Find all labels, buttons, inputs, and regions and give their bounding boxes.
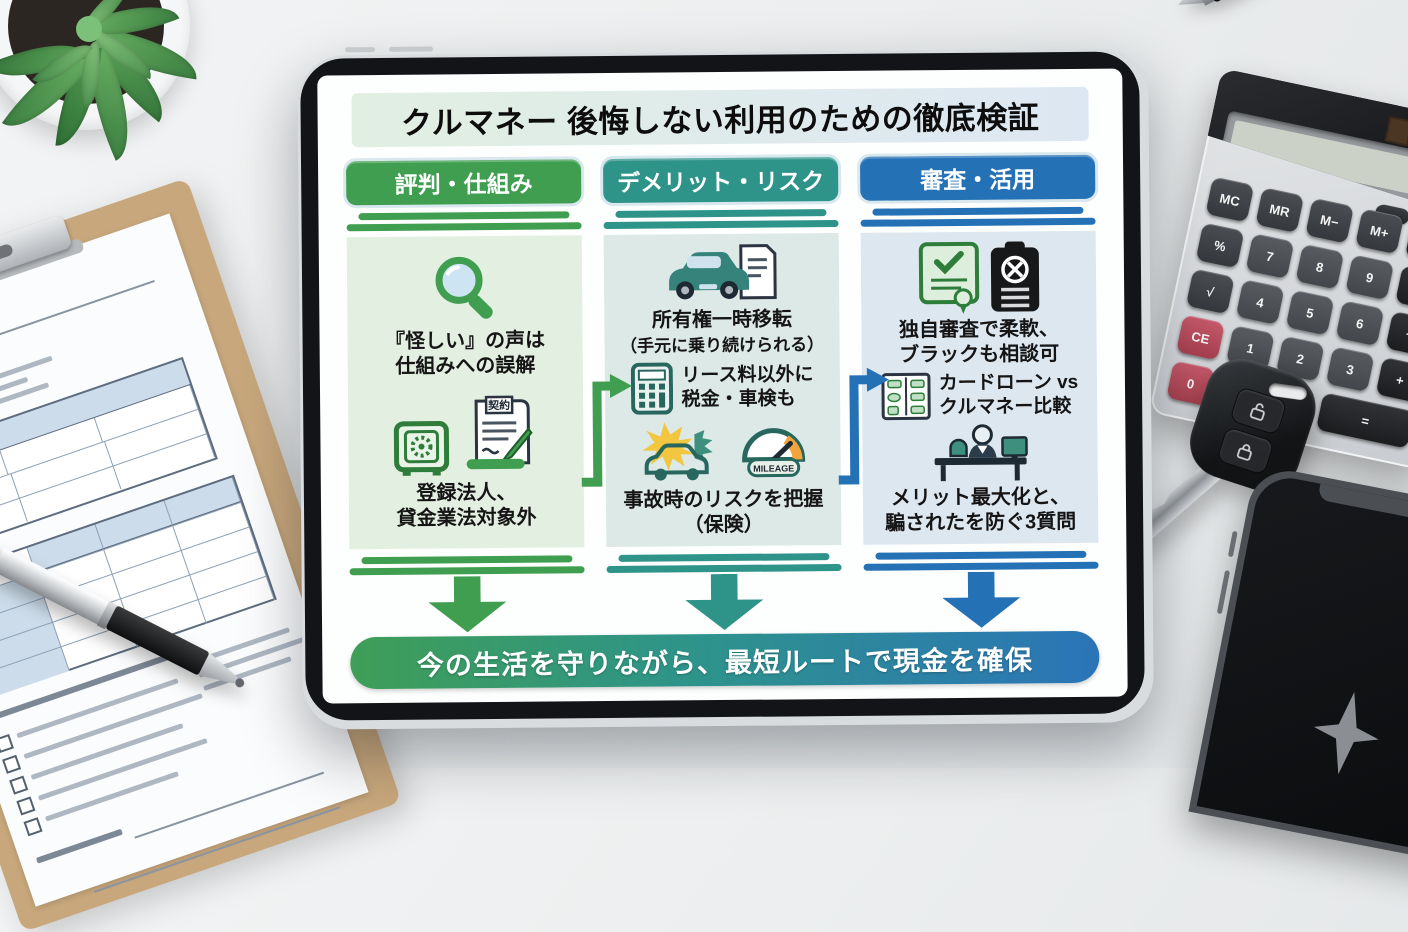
car-crash-icon [636, 420, 729, 485]
calculator-icon [631, 362, 673, 414]
calc-key: MC [1205, 177, 1254, 223]
panel-screening: 独自審査で柔軟、 ブラックも相談可 [861, 231, 1099, 545]
divider-bar [358, 211, 570, 220]
panel-reputation: 『怪しい』の声は 仕組みへの誤解 [347, 235, 585, 549]
infographic-title-bar: クルマネー 後悔しない利用のための徹底検証 [351, 87, 1088, 147]
divider-bar [864, 562, 1099, 571]
calc-key: M− [1305, 198, 1354, 244]
certificate-icon [916, 240, 981, 315]
panel-item: メリット最大化と、 騙されたを防ぐ3質問 [884, 423, 1076, 537]
tablet-bezel: クルマネー 後悔しない利用のための徹底検証 評判・仕組み [300, 51, 1145, 720]
conclusion-text: 今の生活を守りながら、最短ルートで現金を確保 [417, 638, 1033, 682]
down-arrow-green [428, 576, 506, 633]
divider-bar [347, 222, 582, 231]
consultation-desk-icon [928, 423, 1033, 482]
panel-item: MILEAGE 事故時のリスクを把握 （保険） [623, 417, 824, 539]
page-title: クルマネー 後悔しない利用のための徹底検証 [401, 92, 1040, 143]
calc-key: 7 [1245, 233, 1294, 279]
fob-button-lock [1216, 426, 1275, 476]
sparkle-icon [1304, 685, 1389, 781]
svg-text:契約: 契約 [487, 398, 510, 412]
tablet-screen: クルマネー 後悔しない利用のための徹底検証 評判・仕組み [317, 69, 1127, 704]
divider-bar [872, 207, 1084, 216]
column-header-risks: デメリット・リスク [603, 157, 838, 203]
calc-key: 8 [1295, 244, 1344, 290]
black-pen [1170, 0, 1408, 20]
column-header-screening: 審査・活用 [860, 155, 1095, 201]
car-document-icon [662, 242, 781, 305]
column-risks: デメリット・リスク [603, 157, 842, 631]
calc-key: 9 [1345, 254, 1394, 300]
calc-key: 5 [1286, 290, 1335, 336]
column-reputation: 評判・仕組み 『怪しい』の声は 仕組みへの誤解 [346, 159, 585, 633]
conclusion-banner: 今の生活を守りながら、最短ルートで現金を確保 [350, 631, 1099, 690]
columns-row: 評判・仕組み 『怪しい』の声は 仕組みへの誤解 [346, 155, 1099, 634]
column-screening: 審査・活用 [860, 155, 1099, 629]
calc-key: √ [1186, 268, 1235, 314]
down-arrow-blue [942, 571, 1020, 628]
calc-key: MR [1255, 187, 1304, 233]
divider-bar [361, 555, 573, 564]
calc-key: × [1395, 265, 1408, 311]
mileage-gauge-icon: MILEAGE [736, 417, 811, 484]
comparison-chart-icon [881, 372, 931, 420]
down-arrow-teal [685, 574, 763, 631]
panel-risks: 所有権一時移転 （手元に乗り続けられる） [604, 233, 842, 547]
divider-bar [607, 564, 842, 573]
contract-icon: 契約 [458, 391, 541, 478]
calc-key: 3 [1326, 346, 1375, 392]
divider-bar [350, 566, 585, 575]
clipboard-x-icon [988, 241, 1041, 313]
panel-item: カードローン vs クルマネー比較 [881, 371, 1079, 421]
divider-bar [604, 220, 839, 229]
svg-text:MILEAGE: MILEAGE [753, 463, 794, 473]
divider-bar [615, 209, 827, 218]
panel-item: 『怪しい』の声は 仕組みへの誤解 [384, 252, 545, 379]
divider-bar [618, 553, 830, 562]
calc-key: % [1196, 223, 1245, 269]
calc-key: − [1385, 311, 1408, 357]
calc-key: 6 [1335, 300, 1384, 346]
panel-item: リース料以外に 税金・車検も [631, 361, 814, 415]
magnifier-icon [427, 253, 502, 326]
calc-key: M+ [1355, 208, 1404, 254]
divider-bar [861, 218, 1096, 227]
safe-icon [392, 420, 451, 479]
calc-key: + [1376, 357, 1408, 403]
divider-bar [875, 551, 1087, 560]
tablet: クルマネー 後悔しない利用のための徹底検証 評判・仕組み [297, 48, 1154, 729]
panel-item: 独自審査で柔軟、 ブラックも相談可 [898, 239, 1059, 368]
panel-item: 所有権一時移転 （手元に乗り続けられる） [619, 241, 824, 359]
panel-item: 契約 登録法人、 貸金業法対象外 [392, 391, 541, 532]
column-header-reputation: 評判・仕組み [346, 159, 581, 205]
calc-key: 4 [1236, 279, 1285, 325]
